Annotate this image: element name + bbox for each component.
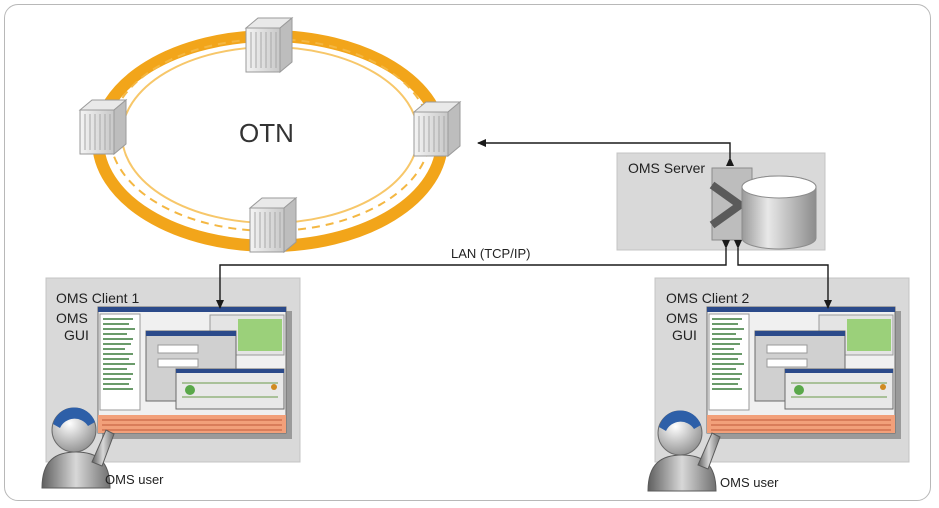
oms-gui-label: OMS — [56, 310, 88, 326]
oms-user-label: OMS user — [720, 475, 779, 490]
network-node-icon — [244, 16, 294, 74]
lan-link-client-1 — [216, 240, 730, 309]
oms-gui-label: OMS — [666, 310, 698, 326]
oms-gui-label: GUI — [672, 327, 697, 343]
otn-server-link — [477, 139, 734, 166]
network-node-icon — [78, 98, 128, 156]
otn-label: OTN — [239, 118, 294, 148]
oms-client-2-label: OMS Client 2 — [666, 290, 750, 306]
oms-gui-screenshot-icon — [706, 306, 901, 439]
network-node-icon — [248, 196, 298, 254]
oms-gui-screenshot-icon — [97, 306, 292, 439]
user-icon — [647, 410, 721, 492]
database-server-icon — [709, 167, 817, 250]
lan-link-client-2 — [734, 240, 832, 309]
user-icon — [41, 407, 115, 489]
oms-client-1-label: OMS Client 1 — [56, 290, 140, 306]
lan-label: LAN (TCP/IP) — [451, 246, 531, 261]
network-node-icon — [412, 100, 462, 158]
oms-gui-label: GUI — [64, 327, 89, 343]
connections — [216, 139, 832, 309]
oms-server-label: OMS Server — [628, 160, 706, 176]
oms-user-label: OMS user — [105, 472, 164, 487]
